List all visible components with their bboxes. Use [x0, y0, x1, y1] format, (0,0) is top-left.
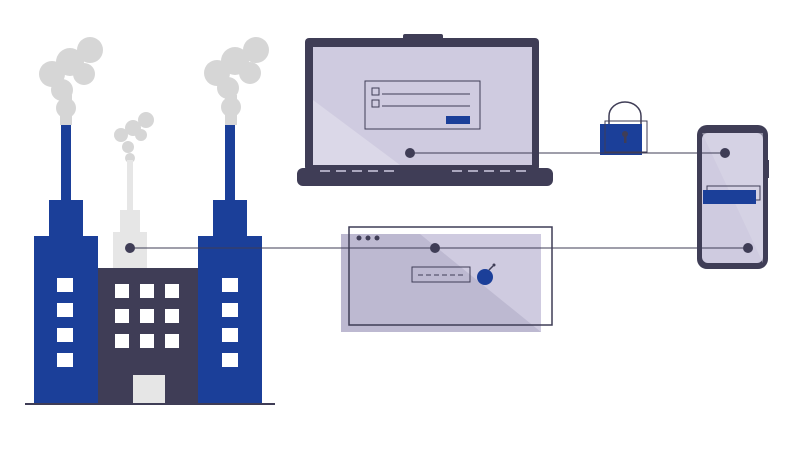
factory-left-tower: [34, 125, 98, 404]
smoke-cloud-left: [39, 37, 103, 125]
padlock-icon: [600, 101, 648, 155]
laptop-login-form: [364, 80, 481, 130]
factory-door: [133, 375, 165, 404]
bomb-icon: [477, 263, 496, 285]
center-building-windows: [115, 284, 179, 348]
right-tower-windows: [222, 278, 238, 367]
laptop-icon: [297, 34, 553, 186]
password-field: [411, 266, 471, 283]
connection-node: [720, 148, 730, 158]
connection-nodes: [125, 148, 753, 253]
smoke-cloud-center: [114, 112, 154, 163]
connection-node: [125, 243, 135, 253]
smartphone-icon: [697, 125, 769, 269]
factory: [25, 125, 275, 405]
smoke-cloud-right: [204, 37, 269, 125]
browser-window-icon: [341, 226, 553, 332]
connection-node: [743, 243, 753, 253]
left-tower-windows: [57, 278, 73, 367]
connection-node: [405, 148, 415, 158]
center-chimney: [127, 160, 133, 210]
connection-node: [430, 243, 440, 253]
factory-right-tower: [198, 125, 262, 404]
